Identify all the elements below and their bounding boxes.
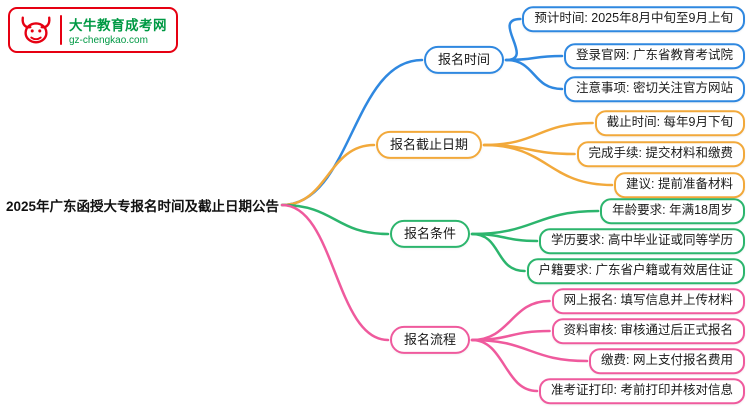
connector bbox=[280, 143, 376, 207]
leaf-node: 截止时间: 每年9月下旬 bbox=[594, 110, 745, 136]
connector bbox=[470, 338, 539, 393]
leaf-node: 登录官网: 广东省教育考试院 bbox=[564, 43, 745, 69]
leaf-node: 学历要求: 高中毕业证或同等学历 bbox=[539, 228, 745, 254]
site-url: gz-chengkao.com bbox=[69, 35, 148, 46]
branch-label-3: 报名条件 bbox=[390, 219, 471, 249]
connector bbox=[280, 203, 390, 236]
logo-text: 大牛教育成考网 gz-chengkao.com bbox=[69, 14, 167, 46]
branch-label-4: 报名流程 bbox=[390, 325, 471, 355]
leaf-node: 资料审核: 审核通过后正式报名 bbox=[551, 318, 745, 344]
bull-logo-icon bbox=[21, 16, 51, 44]
branch-label-1: 报名时间 bbox=[424, 45, 505, 75]
connector bbox=[470, 299, 551, 342]
site-logo: 大牛教育成考网 gz-chengkao.com bbox=[8, 7, 178, 53]
site-name: 大牛教育成考网 bbox=[69, 18, 167, 33]
connector bbox=[482, 143, 614, 187]
leaf-node: 预计时间: 2025年8月中旬至9月上旬 bbox=[522, 6, 745, 32]
connector bbox=[470, 209, 600, 236]
branch-label-2: 报名截止日期 bbox=[376, 130, 483, 160]
connector bbox=[482, 121, 594, 147]
logo-divider bbox=[60, 15, 62, 45]
leaf-node: 缴费: 网上支付报名费用 bbox=[589, 348, 745, 374]
connector bbox=[470, 338, 589, 363]
connector bbox=[280, 203, 390, 342]
connector bbox=[504, 58, 564, 91]
leaf-node: 建议: 提前准备材料 bbox=[614, 172, 745, 198]
mindmap-root-title: 2025年广东函授大专报名时间及截止日期公告 bbox=[6, 199, 280, 214]
leaf-node: 完成手续: 提交材料和缴费 bbox=[576, 141, 745, 167]
leaf-node: 准考证打印: 考前打印并核对信息 bbox=[539, 378, 745, 404]
connector bbox=[470, 329, 551, 342]
leaf-node: 年龄要求: 年满18周岁 bbox=[600, 198, 745, 224]
leaf-node: 注意事项: 密切关注官方网站 bbox=[564, 76, 745, 102]
connector bbox=[504, 17, 522, 62]
leaf-node: 户籍要求: 广东省户籍或有效居住证 bbox=[526, 258, 745, 284]
connector bbox=[470, 232, 526, 273]
leaf-node: 网上报名: 填写信息并上传材料 bbox=[551, 288, 745, 314]
